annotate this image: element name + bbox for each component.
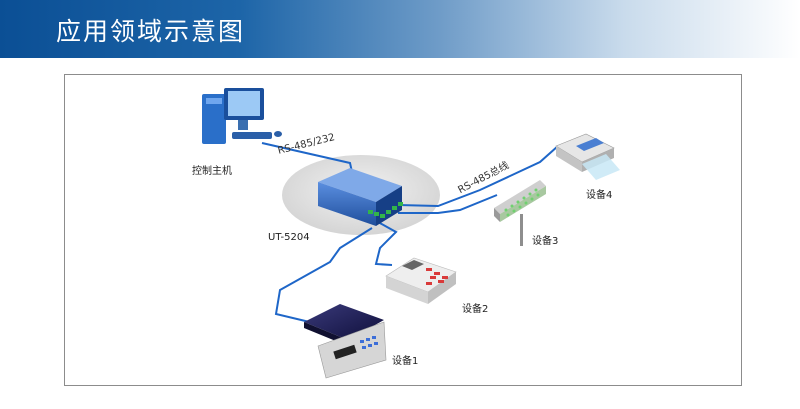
- pos-terminal-icon: [385, 257, 457, 304]
- display-board-icon: [494, 180, 546, 246]
- page-title: 应用领域示意图: [56, 17, 246, 46]
- scale-icon: [304, 304, 387, 379]
- device2-label: 设备2: [462, 304, 489, 315]
- wire-device1: [274, 227, 373, 325]
- converter-module-icon: [318, 168, 403, 226]
- device4-label: 设备4: [586, 190, 613, 201]
- wire-device2: [374, 221, 398, 266]
- wire-device3: [398, 194, 498, 214]
- host-label: 控制主机: [192, 166, 232, 177]
- fax-machine-icon: [555, 133, 620, 180]
- device3-label: 设备3: [532, 236, 559, 247]
- device1-label: 设备1: [392, 356, 419, 367]
- computer-icon: [202, 88, 282, 144]
- wire-device4: [397, 145, 559, 208]
- title-banner: 应用领域示意图: [0, 0, 800, 58]
- diagram-frame: [64, 74, 742, 386]
- converter-label: UT-5204: [268, 232, 310, 243]
